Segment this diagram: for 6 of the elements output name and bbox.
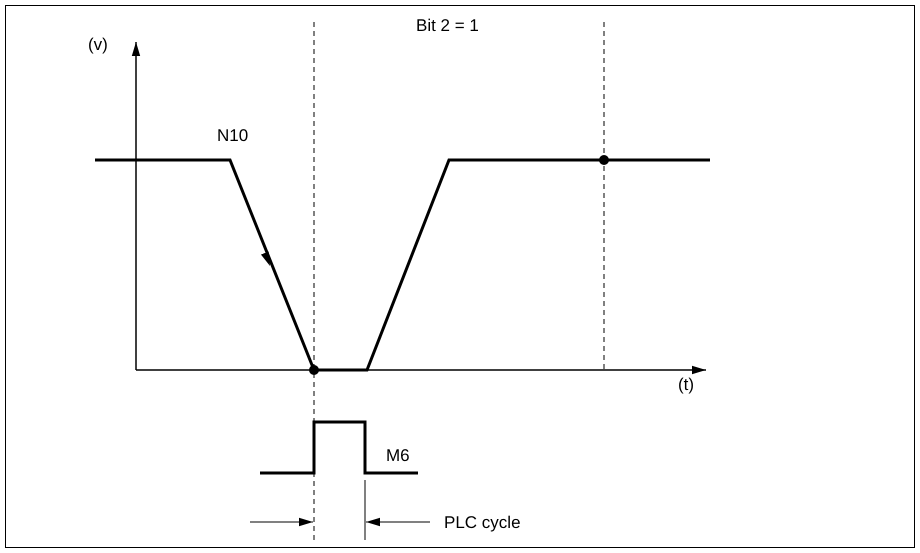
signal-label: Bit 2 = 1 <box>416 17 479 34</box>
dimension-label: PLC cycle <box>444 514 521 531</box>
block-label: N10 <box>217 127 248 144</box>
axis-label: (t) <box>678 376 694 393</box>
axis-label: (v) <box>88 36 108 53</box>
signal-label: M6 <box>386 447 410 464</box>
